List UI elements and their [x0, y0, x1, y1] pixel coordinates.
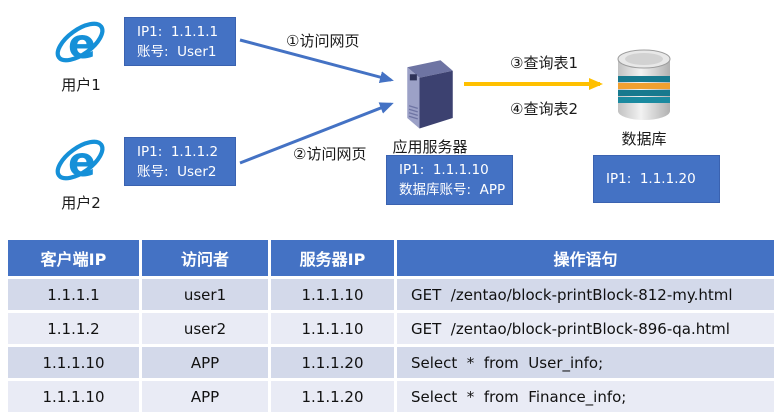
- table-cell: 1.1.1.20: [271, 381, 394, 412]
- app-server-info-box: IP1: 1.1.1.10 数据库账号: APP: [386, 155, 513, 205]
- table-cell: 1.1.1.10: [271, 313, 394, 344]
- app-server-db-account: 数据库账号: APP: [399, 182, 506, 198]
- table-cell: Select * from User_info;: [397, 347, 774, 378]
- query2-arrow-label: ④查询表2: [510, 100, 578, 118]
- app-server-label: 应用服务器: [392, 138, 468, 156]
- user2-label: 用户2: [61, 194, 101, 212]
- access-log-table: 客户端IP 访问者 服务器IP 操作语句 1.1.1.1 user1 1.1.1…: [8, 240, 774, 412]
- table-cell: 1.1.1.20: [271, 347, 394, 378]
- table-cell: user1: [142, 279, 268, 310]
- table-cell: APP: [142, 381, 268, 412]
- table-header-client-ip: 客户端IP: [8, 240, 139, 276]
- query1-arrow-label: ③查询表1: [510, 54, 578, 72]
- table-header-visitor: 访问者: [142, 240, 268, 276]
- table-cell: 1.1.1.1: [8, 279, 139, 310]
- table-header-operation: 操作语句: [397, 240, 774, 276]
- user2-account: 账号: User2: [137, 163, 217, 180]
- table-header-server-ip: 服务器IP: [271, 240, 394, 276]
- arrow-user1-to-server: [239, 38, 394, 83]
- user1-ip: IP1: 1.1.1.1: [137, 23, 219, 40]
- user2-node: e 用户2: [50, 132, 112, 213]
- user1-account: 账号: User1: [137, 43, 217, 60]
- app-server-ip: IP1: 1.1.1.10: [399, 162, 489, 178]
- database-info-box: IP1: 1.1.1.20: [593, 155, 720, 203]
- ie-browser-icon: e: [55, 138, 105, 186]
- user1-info-box: IP1: 1.1.1.1 账号: User1: [124, 17, 236, 66]
- table-cell: 1.1.1.10: [8, 347, 139, 378]
- table-cell: user2: [142, 313, 268, 344]
- network-diagram: e 用户1 IP1: 1.1.1.1 账号: User1 e 用户2 IP1: …: [50, 14, 720, 213]
- table-cell: 1.1.1.2: [8, 313, 139, 344]
- database-icon: [617, 49, 671, 120]
- table-cell: APP: [142, 347, 268, 378]
- user2-info-box: IP1: 1.1.1.2 账号: User2: [124, 137, 236, 186]
- database-node: 数据库: [612, 46, 676, 149]
- database-label: 数据库: [621, 130, 667, 148]
- svg-text:e: e: [68, 138, 96, 186]
- svg-text:e: e: [68, 20, 96, 68]
- database-ip: IP1: 1.1.1.20: [606, 171, 696, 187]
- app-server-node: 应用服务器: [392, 48, 468, 157]
- table-cell: GET /zentao/block-printBlock-812-my.html: [397, 279, 774, 310]
- ie-browser-icon: e: [55, 20, 105, 68]
- server-icon: [407, 60, 453, 129]
- arrow-user2-to-server: [239, 102, 394, 165]
- table-cell: GET /zentao/block-printBlock-896-qa.html: [397, 313, 774, 344]
- visit1-arrow-label: ①访问网页: [286, 32, 360, 50]
- user1-label: 用户1: [61, 76, 101, 94]
- visit2-arrow-label: ②访问网页: [293, 145, 367, 163]
- user2-ip: IP1: 1.1.1.2: [137, 143, 219, 160]
- table-cell: 1.1.1.10: [271, 279, 394, 310]
- table-cell: 1.1.1.10: [8, 381, 139, 412]
- table-cell: Select * from Finance_info;: [397, 381, 774, 412]
- flow-arrows: [239, 38, 603, 165]
- user1-node: e 用户1: [50, 14, 112, 95]
